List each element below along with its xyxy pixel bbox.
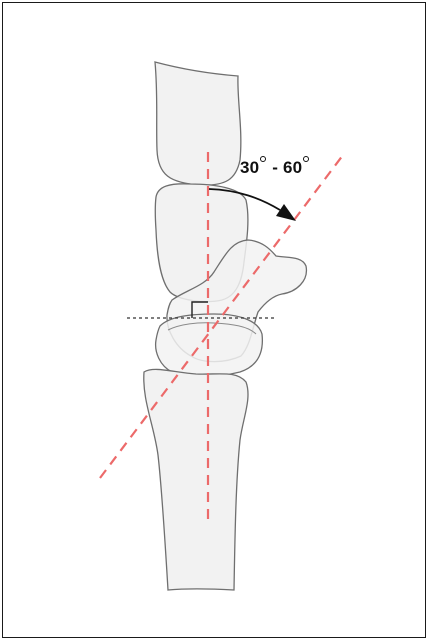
degree-symbol	[260, 156, 266, 162]
radius-bone	[144, 369, 248, 590]
rotation-arrowhead	[276, 204, 296, 221]
angle-from-value: 30	[240, 158, 259, 177]
angle-to-value: 60	[283, 158, 302, 177]
degree-symbol	[303, 156, 309, 162]
metacarpal-bone	[155, 62, 241, 185]
angle-separator: -	[267, 158, 283, 177]
angle-range-label: 30 - 60	[240, 158, 310, 178]
